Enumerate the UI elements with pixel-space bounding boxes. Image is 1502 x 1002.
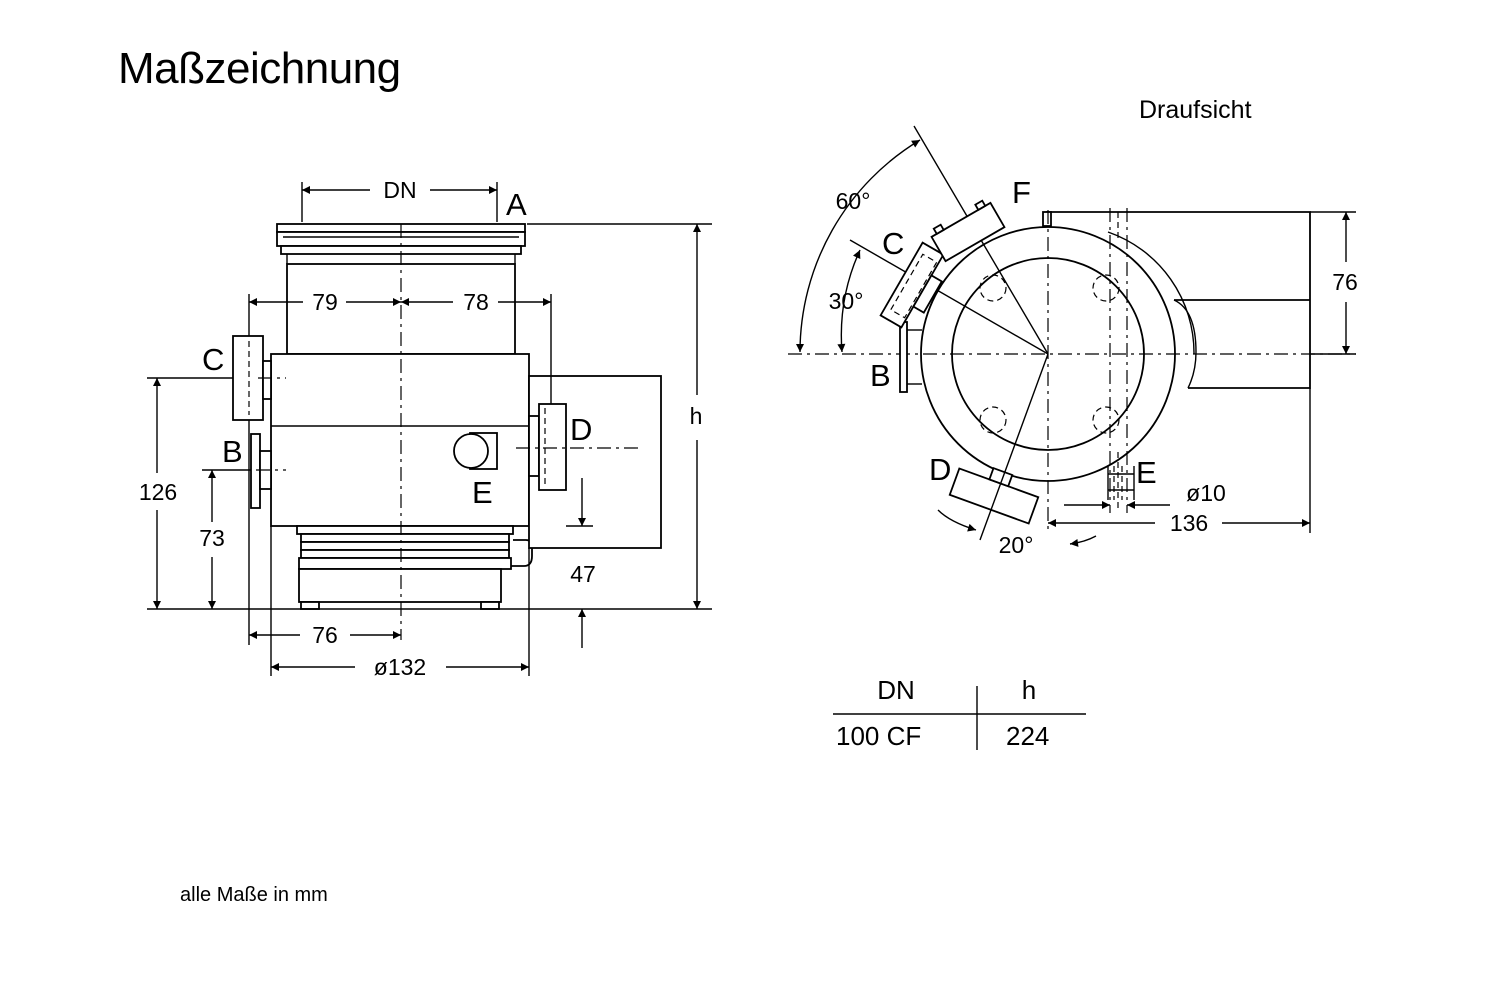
dim-76-bottom-label: 76: [312, 622, 338, 648]
top-view-label: Draufsicht: [1139, 96, 1252, 124]
units-note: alle Maße in mm: [180, 884, 328, 906]
table-header-dn: DN: [877, 675, 915, 705]
dn-dim-label: DN: [383, 177, 416, 203]
top-view: 60° 30° 20° F C B D E 76 ø10 136: [788, 125, 1358, 558]
table-cell-dn: 100 CF: [836, 721, 921, 751]
angle-60-label: 60°: [836, 188, 871, 214]
table-header-h: h: [1022, 675, 1036, 705]
port-b-flange: [250, 433, 261, 509]
dim-73-label: 73: [199, 525, 225, 551]
top-port-d: [948, 466, 1040, 525]
top-dim-76-label: 76: [1332, 269, 1358, 295]
bolt-hole-3: [979, 406, 1007, 434]
dn-h-table: DN h 100 CF 224: [833, 675, 1086, 751]
top-port-f: [930, 199, 1006, 263]
port-a-label: A: [506, 187, 527, 222]
dim-78-label: 78: [463, 289, 489, 315]
angle-20-label: 20°: [999, 532, 1034, 558]
dim-h-label: h: [690, 403, 703, 429]
bolt-hole-2: [1092, 274, 1120, 302]
top-port-f-label: F: [1012, 175, 1031, 210]
top-port-b-flange: [899, 321, 908, 393]
foot-left: [300, 601, 320, 610]
bolt-hole-1: [979, 274, 1007, 302]
page-title: Maßzeichnung: [118, 44, 401, 93]
port-c-stub: [262, 360, 272, 400]
dim-10-label: ø10: [1186, 480, 1226, 506]
pump-base: [298, 568, 502, 603]
top-port-d-label: D: [929, 452, 951, 487]
port-d-flange: [538, 403, 567, 491]
base-ring-1: [296, 525, 514, 535]
foot-right: [480, 601, 500, 610]
table-cell-h: 224: [1006, 721, 1049, 751]
port-d-label: D: [570, 412, 592, 447]
dim-79-label: 79: [312, 289, 338, 315]
top-port-b-label: B: [870, 358, 891, 393]
dim-47-label: 47: [570, 561, 596, 587]
angle-30-label: 30°: [829, 288, 864, 314]
port-e-circle: [453, 433, 489, 469]
side-view: DN A 79 78 C B D E h 126 73: [139, 177, 712, 680]
top-port-e-label: E: [1136, 455, 1157, 490]
port-b-label: B: [222, 434, 243, 469]
port-e-label: E: [472, 475, 493, 510]
base-ring-5: [298, 557, 512, 570]
port-d-stub: [528, 415, 540, 477]
dim-136-label: 136: [1170, 510, 1208, 536]
base-ring-3: [300, 541, 510, 551]
base-ring-4: [300, 549, 510, 559]
base-ring-2: [300, 533, 510, 543]
top-port-c-label: C: [882, 226, 904, 261]
port-c-label: C: [202, 342, 224, 377]
dim-132-label: ø132: [374, 654, 426, 680]
bolt-hole-4: [1092, 406, 1120, 434]
dim-126-label: 126: [139, 479, 177, 505]
port-f-stub: [1042, 211, 1052, 227]
